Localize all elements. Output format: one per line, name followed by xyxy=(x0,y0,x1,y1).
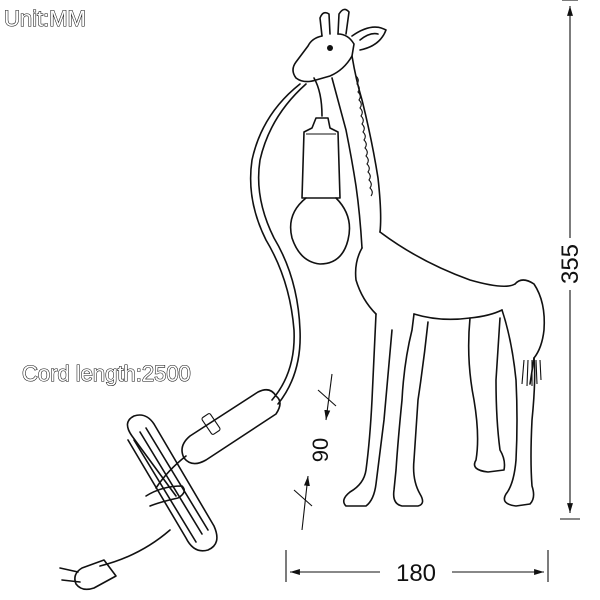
power-cord-assembly xyxy=(59,83,307,591)
dimension-base: 90 xyxy=(293,373,337,531)
width-value: 180 xyxy=(396,560,436,587)
giraffe-lamp-outline xyxy=(292,8,546,507)
dimension-height: 355 xyxy=(557,0,584,520)
cord-length-label: Cord length:2500 xyxy=(22,361,191,386)
lamp-bulb-and-socket xyxy=(289,77,351,265)
switch-toggle xyxy=(201,413,221,435)
dimension-width: 180 xyxy=(285,550,549,587)
height-value: 355 xyxy=(557,244,584,284)
unit-label: Unit:MM xyxy=(4,6,86,31)
base-value: 90 xyxy=(308,438,333,462)
